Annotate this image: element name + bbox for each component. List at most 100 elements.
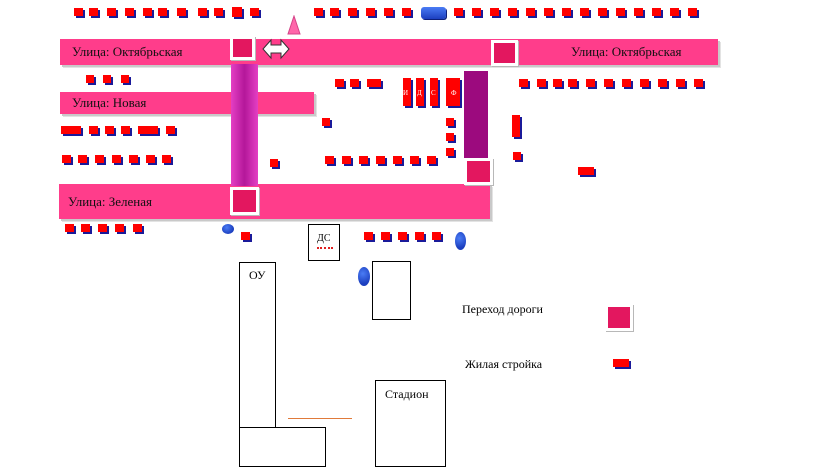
residential-house	[384, 8, 393, 16]
residential-house	[78, 155, 87, 163]
residential-house	[616, 8, 625, 16]
residential-house	[98, 224, 107, 232]
residential-house	[586, 79, 595, 87]
residential-house	[241, 232, 250, 240]
residential-house	[553, 79, 562, 87]
residential-house	[676, 79, 685, 87]
street-label-oktyabrskaya-left: Улица: Октябрьская	[72, 44, 183, 59]
tree	[222, 224, 234, 234]
residential-house	[580, 8, 589, 16]
residential-house	[359, 156, 368, 164]
residential-house	[562, 8, 571, 16]
residential-house	[62, 155, 71, 163]
building-stadion-label: Стадион	[385, 387, 429, 401]
residential-house	[513, 152, 521, 160]
shop-letter: С	[431, 89, 436, 97]
crossing-marker	[464, 158, 493, 185]
residential-house	[214, 8, 223, 16]
shop-letter: И	[403, 89, 409, 97]
legend-housing-swatch	[613, 359, 629, 367]
residential-house	[342, 156, 351, 164]
residential-house	[393, 156, 402, 164]
residential-house	[115, 224, 124, 232]
residential-house	[415, 232, 424, 240]
street-label-oktyabrskaya-right: Улица: Октябрьская	[571, 44, 682, 59]
residential-house	[640, 79, 649, 87]
residential-house	[381, 232, 390, 240]
residential-house	[65, 224, 74, 232]
residential-house	[322, 118, 330, 126]
building-ou-label: ОУ	[249, 268, 266, 282]
residential-house	[105, 126, 114, 134]
residential-house	[526, 8, 535, 16]
residential-house	[330, 8, 339, 16]
residential-house	[652, 8, 661, 16]
residential-house	[427, 156, 436, 164]
residential-house	[61, 126, 81, 134]
building-ds: ДС	[308, 224, 340, 261]
vertical-road-left	[231, 64, 258, 186]
pedestrian-arrow-icon	[262, 38, 290, 60]
residential-house	[103, 75, 111, 83]
residential-house	[472, 8, 481, 16]
residential-house	[232, 7, 242, 17]
residential-house	[162, 155, 171, 163]
residential-house	[512, 115, 520, 137]
crossing-marker	[491, 40, 518, 66]
residential-house	[454, 8, 463, 16]
residential-house	[490, 8, 499, 16]
street-label-novaya: Улица: Новая	[72, 95, 147, 110]
residential-house	[86, 75, 94, 83]
residential-house	[578, 167, 594, 175]
tree	[455, 232, 466, 250]
building-unnamed	[372, 261, 411, 320]
crossing-marker	[230, 187, 259, 215]
crossing-marker	[230, 36, 255, 60]
residential-house	[198, 8, 207, 16]
residential-house	[146, 155, 155, 163]
residential-house	[177, 8, 186, 16]
residential-house	[121, 75, 129, 83]
building-ds-label: ДС	[317, 233, 331, 244]
street-novaya: Улица: Новая	[60, 92, 314, 114]
residential-house	[446, 118, 454, 126]
residential-house	[598, 8, 607, 16]
building-ou-annex	[239, 427, 326, 467]
building-stadion: Стадион	[375, 380, 446, 467]
residential-house	[688, 8, 697, 16]
vertical-road-right	[464, 71, 488, 163]
building-ou: ОУ	[239, 262, 276, 429]
residential-house	[366, 8, 375, 16]
residential-house	[325, 156, 334, 164]
residential-house	[432, 232, 441, 240]
residential-house	[89, 8, 98, 16]
street-zelenaya: Улица: Зеленая	[59, 184, 490, 219]
residential-house	[314, 8, 323, 16]
residential-house	[95, 155, 104, 163]
tree	[358, 267, 370, 286]
residential-house	[634, 8, 643, 16]
legend-crossing-swatch	[605, 304, 633, 331]
residential-house	[270, 159, 278, 167]
residential-house	[129, 155, 138, 163]
residential-house	[367, 79, 381, 87]
street-label-zelenaya: Улица: Зеленая	[68, 193, 153, 209]
residential-house	[410, 156, 419, 164]
legend-housing-label: Жилая стройка	[465, 357, 543, 371]
residential-house	[537, 79, 546, 87]
residential-house	[694, 79, 703, 87]
residential-house	[604, 79, 613, 87]
legend-crossing-label: Переход дороги	[462, 302, 543, 316]
residential-house	[89, 126, 98, 134]
residential-house	[364, 232, 373, 240]
residential-house	[508, 8, 517, 16]
residential-house	[143, 8, 152, 16]
residential-house	[74, 8, 83, 16]
residential-house	[376, 156, 385, 164]
street-oktyabrskaya: Улица: Октябрьская Улица: Октябрьская	[60, 39, 718, 65]
residential-house	[622, 79, 631, 87]
residential-house	[670, 8, 679, 16]
shop-building	[430, 78, 438, 106]
residential-house	[446, 133, 454, 141]
residential-house	[133, 224, 142, 232]
